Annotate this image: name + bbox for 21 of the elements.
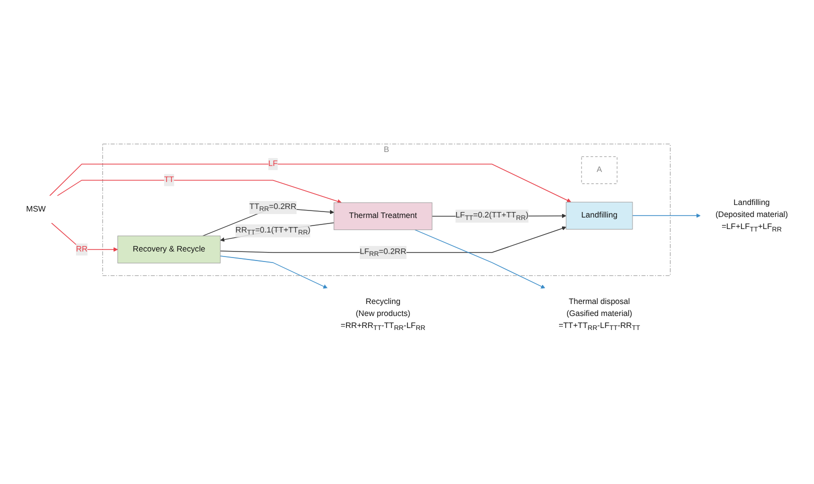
arrow: [51, 222, 118, 252]
arrow: [414, 229, 546, 288]
edge-label: TT$_{RR}$=0.2RR: [249, 202, 296, 212]
arrow: [220, 255, 328, 288]
edge-label: RR: [76, 244, 88, 254]
arrow: [632, 213, 701, 218]
node-text: Thermal disposal (Gasified material) =TT+TT$_{RR}$-LF$_{TT}$-RR$_{TT}$: [558, 296, 640, 332]
node-text: Recycling (New products) =RR+RR$_{TT}$-TT$_{RR}$-LF$_{RR}$: [340, 296, 426, 332]
edge-label: LF$_{TT}$=0.2(TT+TT$_{RR}$): [456, 210, 528, 222]
arrow: [49, 163, 572, 202]
node-box: Thermal Treatment: [334, 202, 432, 230]
node-box: Landfilling: [566, 202, 633, 230]
node-text: MSW: [26, 204, 46, 214]
node-box: Recovery & Recycle: [117, 235, 221, 264]
edge-label: RR$_{TT}$=0.1(TT+TT$_{RR}$): [235, 225, 310, 236]
edge-label: LF: [268, 159, 278, 168]
node-box: A: [581, 156, 618, 184]
arrow: [56, 180, 342, 204]
edge-label: LF$_{RR}$=0.2RR: [360, 247, 406, 258]
edge-label: TT: [164, 175, 174, 184]
node-text: Landfilling (Deposited material) =LF+LF$_{TT}$+LF$_{RR}$: [715, 198, 788, 233]
